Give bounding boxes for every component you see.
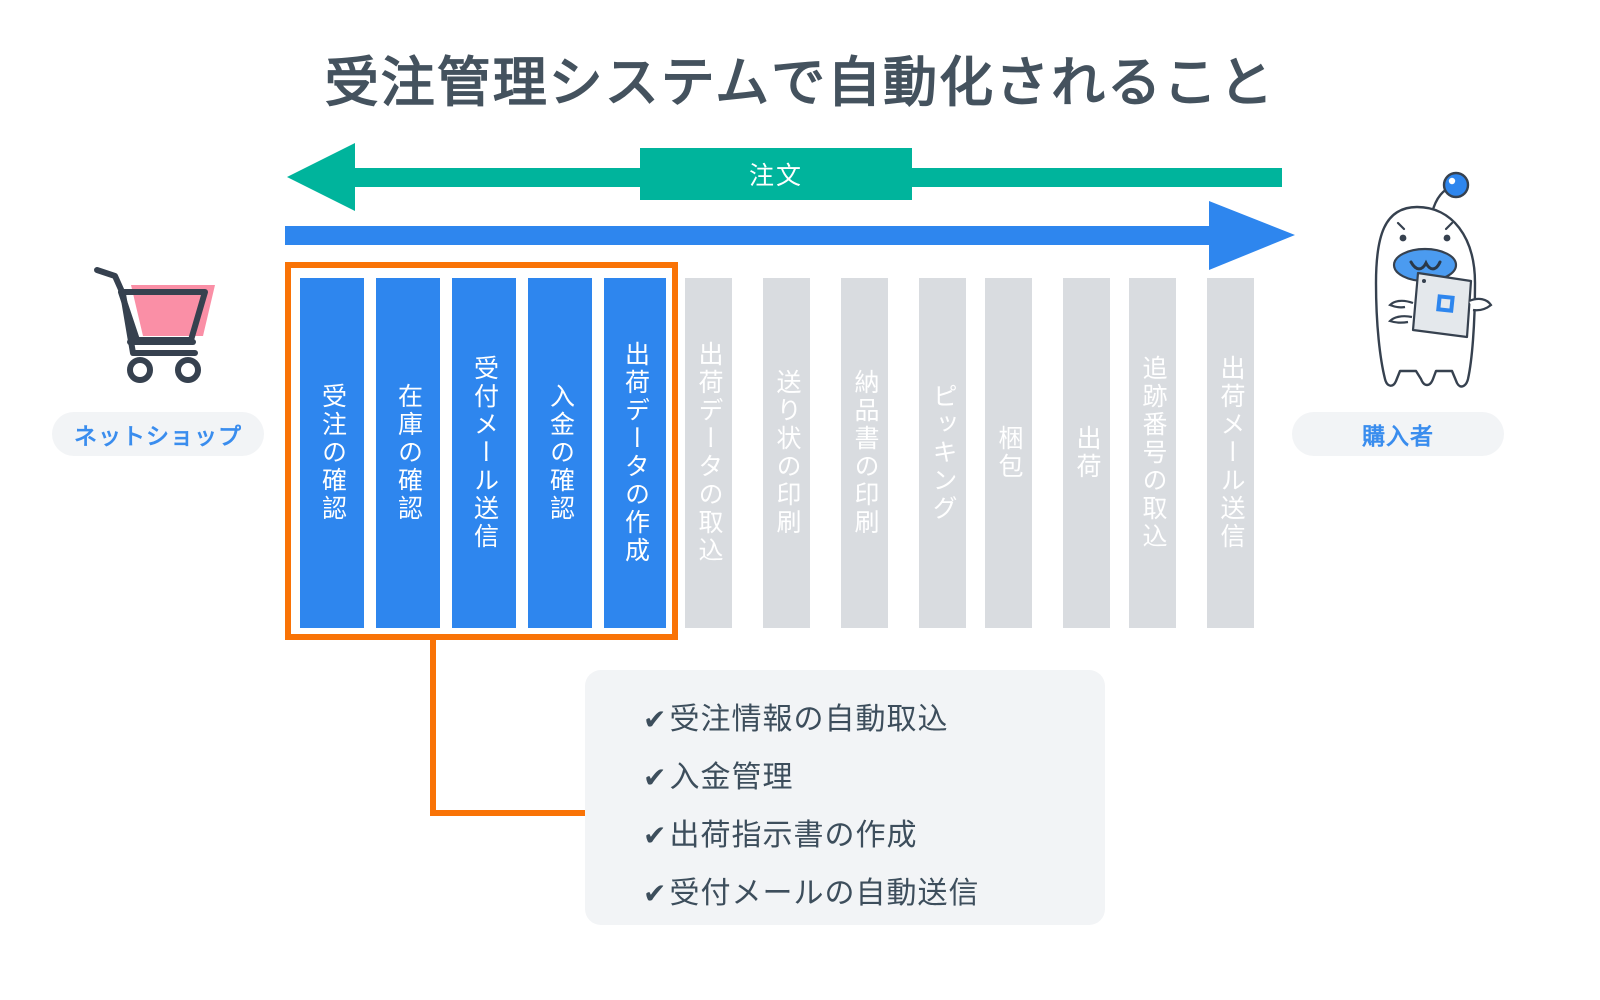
automation-feature-list: ✔受注情報の自動取込✔入金管理✔出荷指示書の作成✔受付メールの自動送信 <box>643 694 1105 912</box>
automation-highlight-frame <box>285 262 678 640</box>
endpoint-label-netshop: ネットショップ <box>52 412 264 456</box>
process-step-label: ピッキング <box>929 383 957 523</box>
automation-callout-box: ✔受注情報の自動取込✔入金管理✔出荷指示書の作成✔受付メールの自動送信 <box>585 670 1105 925</box>
page-title: 受注管理システムで自動化されること <box>324 53 1276 113</box>
order-label-text: 注文 <box>748 162 803 190</box>
endpoint-label-buyer-text: 購入者 <box>1362 423 1434 449</box>
process-step-bar[interactable]: 出荷データの取込 <box>685 278 732 628</box>
automation-feature-label: 出荷指示書の作成 <box>669 819 918 852</box>
shopping-cart-icon <box>85 252 235 402</box>
process-step-bar[interactable]: 入金の確認 <box>528 278 592 628</box>
process-step-label: 出荷 <box>1073 425 1101 481</box>
process-step-label: 受付メール送信 <box>470 355 499 551</box>
process-step-label: 納品書の印刷 <box>851 369 879 537</box>
automation-feature-label: 受付メールの自動送信 <box>669 877 980 910</box>
process-step-bar[interactable]: ピッキング <box>919 278 966 628</box>
process-step-label: 出荷メール送信 <box>1217 355 1245 551</box>
check-icon: ✔ <box>643 704 668 735</box>
check-icon: ✔ <box>643 762 668 793</box>
mascot-character-icon <box>1340 165 1495 397</box>
endpoint-label-netshop-text: ネットショップ <box>74 423 242 449</box>
automation-feature-item: ✔出荷指示書の作成 <box>643 810 1105 854</box>
process-step-label: 受注の確認 <box>318 383 347 523</box>
process-step-bar[interactable]: 出荷メール送信 <box>1207 278 1254 628</box>
process-step-bar[interactable]: 受付メール送信 <box>452 278 516 628</box>
endpoint-label-buyer: 購入者 <box>1292 412 1504 456</box>
callout-connector-horizontal <box>430 810 590 816</box>
check-icon: ✔ <box>643 820 668 851</box>
process-step-label: 在庫の確認 <box>394 383 423 523</box>
process-step-label: 送り状の印刷 <box>773 369 801 537</box>
process-step-bar[interactable]: 出荷 <box>1063 278 1110 628</box>
process-arrow-icon <box>285 201 1295 270</box>
process-step-label: 梱包 <box>995 425 1023 481</box>
process-step-label: 入金の確認 <box>546 383 575 523</box>
automation-feature-label: 入金管理 <box>669 761 794 794</box>
automation-feature-item: ✔入金管理 <box>643 752 1105 796</box>
process-step-bar[interactable]: 納品書の印刷 <box>841 278 888 628</box>
process-step-label: 追跡番号の取込 <box>1139 355 1167 551</box>
callout-connector-vertical <box>430 634 436 816</box>
process-step-label: 出荷データの作成 <box>621 341 650 565</box>
check-icon: ✔ <box>643 878 668 909</box>
process-step-bar[interactable]: 梱包 <box>985 278 1032 628</box>
automation-feature-item: ✔受付メールの自動送信 <box>643 868 1105 912</box>
process-step-bar[interactable]: 追跡番号の取込 <box>1129 278 1176 628</box>
process-step-bar[interactable]: 出荷データの作成 <box>604 278 666 628</box>
automation-feature-label: 受注情報の自動取込 <box>669 703 949 736</box>
process-step-bar[interactable]: 送り状の印刷 <box>763 278 810 628</box>
automation-feature-item: ✔受注情報の自動取込 <box>643 694 1105 738</box>
process-step-bar[interactable]: 在庫の確認 <box>376 278 440 628</box>
order-label-chip: 注文 <box>640 148 912 200</box>
process-step-bar[interactable]: 受注の確認 <box>300 278 364 628</box>
process-step-label: 出荷データの取込 <box>695 341 723 565</box>
